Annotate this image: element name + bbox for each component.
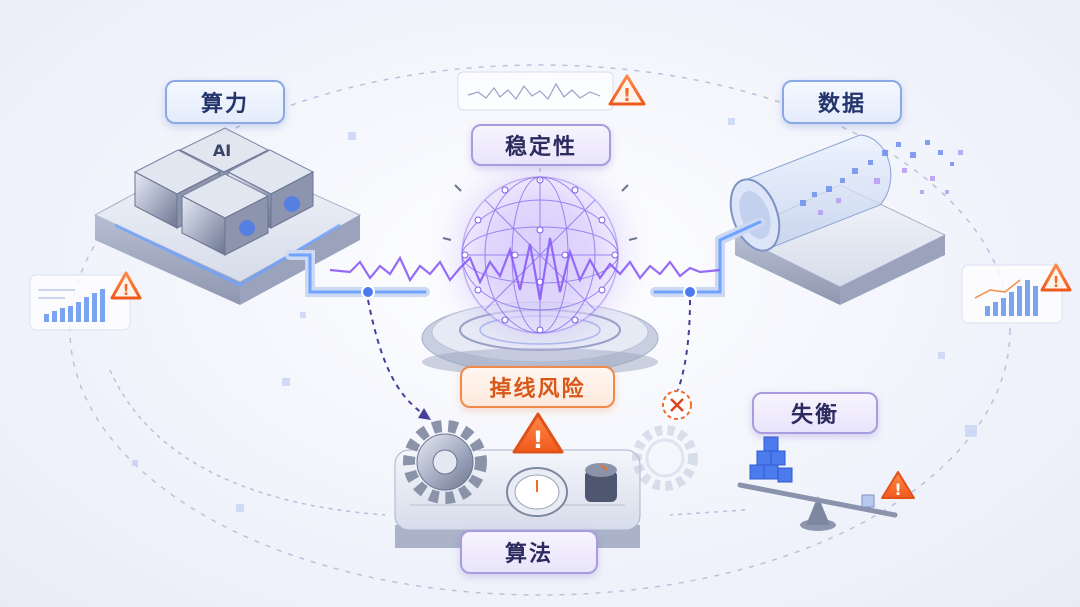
gear-icon <box>403 420 487 504</box>
label-dropout-risk: 掉线风险 <box>460 366 615 408</box>
warning-icon: ! <box>110 271 142 300</box>
stability-waveform-card <box>457 71 614 111</box>
label-compute: 算力 <box>165 80 285 124</box>
neural-sphere-icon <box>420 135 660 376</box>
warning-icon: ! <box>608 74 646 106</box>
compute-server-icon: AI <box>93 127 362 305</box>
dial-icon <box>506 467 568 517</box>
knob-icon <box>585 463 617 502</box>
label-data: 数据 <box>782 80 902 124</box>
svg-text:!: ! <box>623 85 631 106</box>
warning-icon: ! <box>512 412 564 454</box>
arrow-head <box>418 408 431 420</box>
flow-arrows <box>367 299 691 416</box>
pipes <box>285 217 765 299</box>
label-stability: 稳定性 <box>471 124 611 166</box>
svg-text:!: ! <box>1053 273 1060 291</box>
svg-text:!: ! <box>894 480 901 499</box>
warning-icon: ! <box>1040 263 1072 292</box>
floating-cubes <box>132 118 977 512</box>
signal-waveform <box>329 237 721 301</box>
svg-text:!: ! <box>533 426 544 454</box>
error-x-icon <box>662 390 692 420</box>
left-chart-card <box>29 274 131 331</box>
label-algorithm: 算法 <box>460 530 598 574</box>
label-imbalance: 失衡 <box>752 392 878 434</box>
faint-arrows <box>109 168 746 516</box>
data-cylinder-icon <box>729 134 963 305</box>
warning-icon: ! <box>881 471 915 499</box>
svg-text:!: ! <box>123 281 130 299</box>
right-chart-card <box>961 264 1063 324</box>
scale-icon <box>737 436 898 531</box>
faded-gear-icon <box>632 425 698 491</box>
chip-label: AI <box>213 141 231 160</box>
